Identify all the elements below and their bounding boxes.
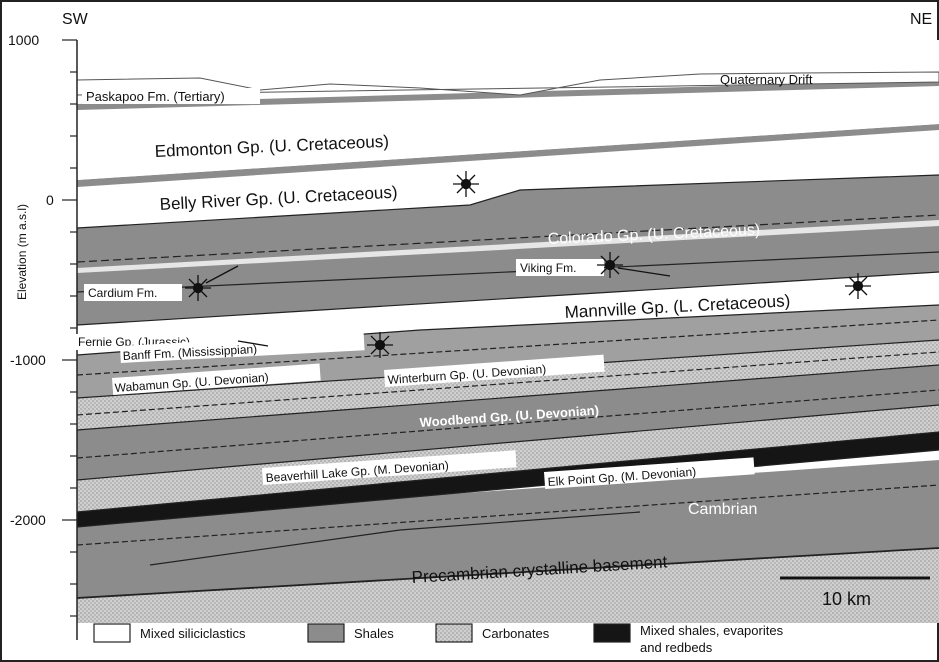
layer-woodbend — [77, 365, 939, 480]
orientation-ne: NE — [910, 11, 932, 28]
y-tick-0: 0 — [46, 192, 54, 208]
reservoir-marker-banff — [367, 332, 393, 358]
layer-cambrian — [77, 460, 939, 598]
scale-bar-label: 10 km — [822, 589, 871, 609]
cardium-leader-line — [205, 265, 239, 284]
layer-colorado-upper — [77, 175, 939, 292]
legend-label-shales: Shales — [354, 626, 394, 641]
label-quaternary: Quaternary Drift — [720, 72, 813, 87]
layer-edmonton-base — [77, 124, 939, 187]
reservoir-marker-mannville — [845, 273, 871, 299]
legend-swatch-shales — [307, 623, 345, 643]
label-paskapoo: Paskapoo Fm. (Tertiary) — [86, 89, 225, 104]
legend-swatch-siliciclastics — [93, 623, 131, 643]
legend-swatch-evaporites — [593, 623, 631, 643]
layer-precambrian — [77, 545, 939, 623]
layer-belly-river — [77, 128, 939, 228]
layer-elk-point-evaporites — [77, 432, 939, 527]
label-cardium: Cardium Fm. — [88, 286, 157, 300]
legend-label-evaporites-line1: Mixed shales, evaporites — [640, 623, 784, 638]
legend-label-carbonates: Carbonates — [482, 626, 550, 641]
reservoir-marker-belly-river — [453, 171, 479, 197]
label-cambrian: Cambrian — [688, 501, 757, 518]
y-tick-1000: 1000 — [8, 32, 39, 48]
reservoir-marker-viking — [597, 252, 623, 278]
layer-edmonton — [77, 84, 939, 180]
legend-label-siliciclastics: Mixed siliciclastics — [140, 626, 246, 641]
fernie-leader-line — [237, 340, 269, 347]
legend-swatch-carbonates — [435, 623, 473, 643]
legend-label-evaporites-line2: and redbeds — [640, 640, 713, 655]
scale-bar: 10 km — [780, 576, 930, 609]
layer-paskapoo-base — [77, 80, 939, 110]
y-tick-minus-2000: -2000 — [10, 512, 46, 528]
section-layers — [77, 40, 939, 623]
reservoir-markers — [185, 171, 871, 358]
layer-mannville — [77, 272, 939, 355]
viking-leader-line — [617, 267, 671, 277]
layer-colorado-streak — [77, 220, 939, 273]
legend: Mixed siliciclastics Shales Carbonates M… — [93, 623, 784, 655]
reservoir-marker-cardium — [185, 275, 211, 301]
y-axis-label: Elevation (m a.s.l) — [15, 204, 29, 300]
orientation-sw: SW — [62, 11, 89, 28]
layer-wabamun — [77, 340, 939, 430]
layer-colorado-lower — [77, 252, 939, 325]
y-tick-minus-1000: -1000 — [10, 352, 46, 368]
label-viking: Viking Fm. — [520, 261, 576, 275]
